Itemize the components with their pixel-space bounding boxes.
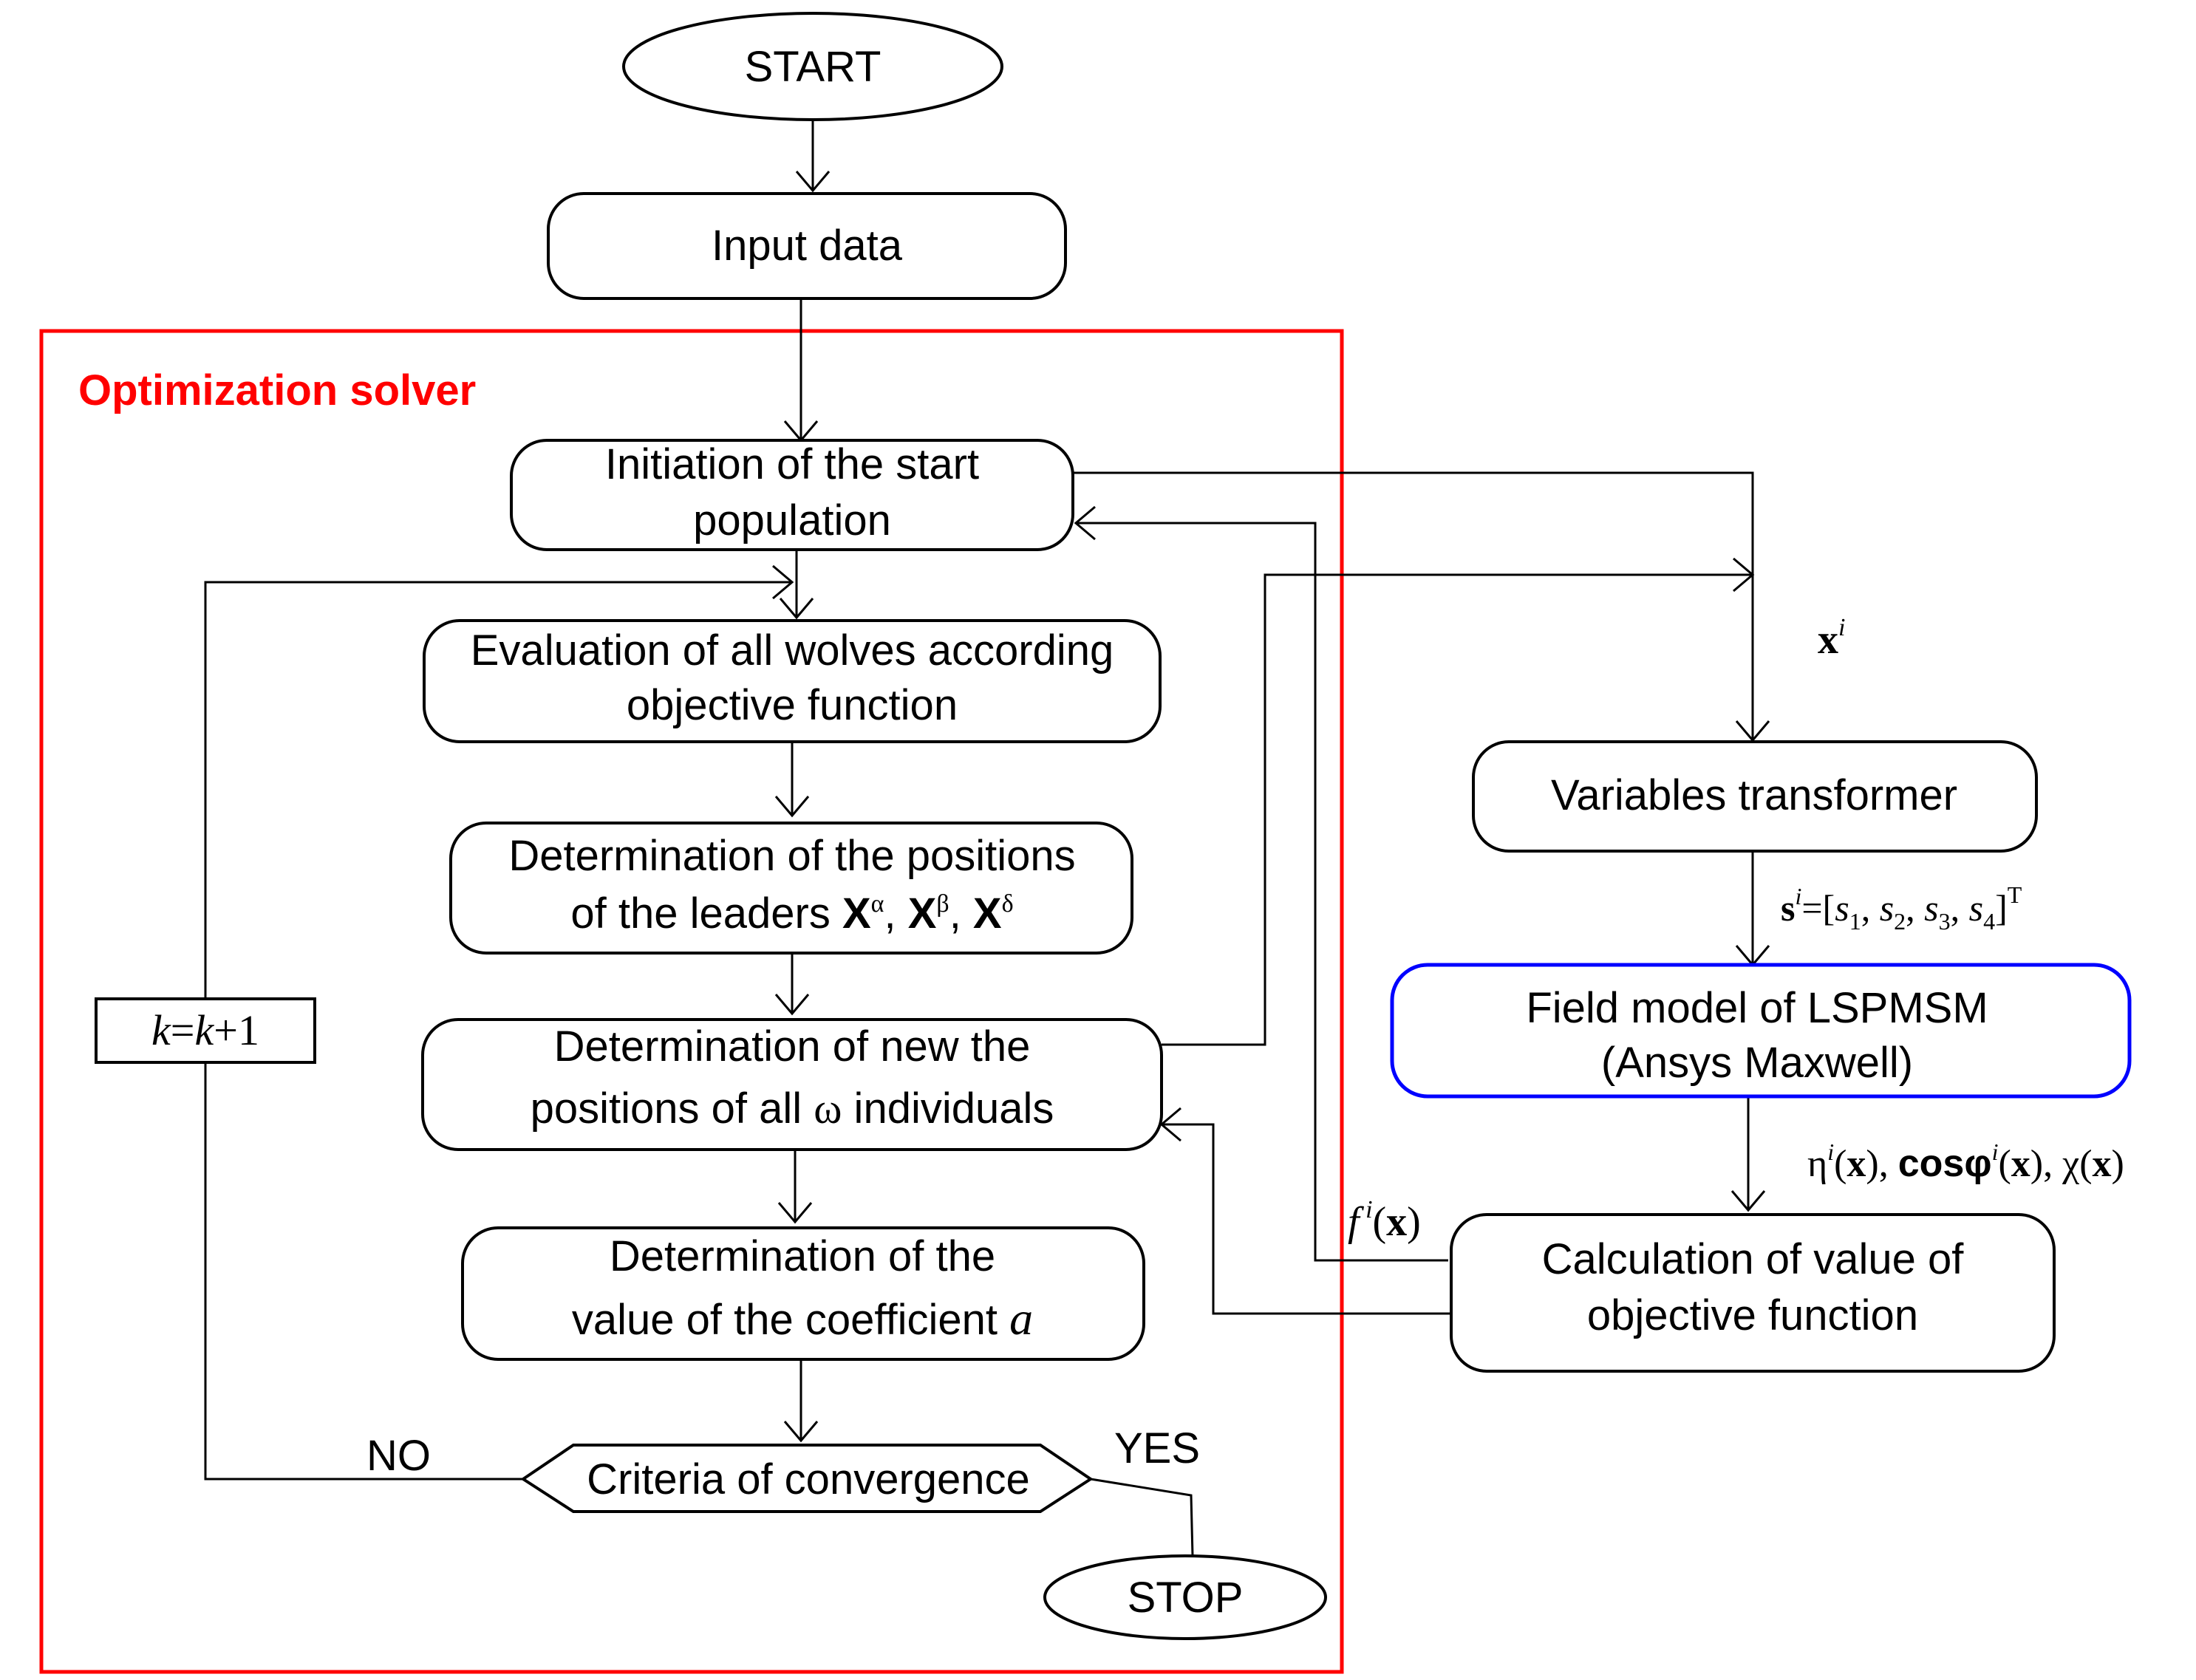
field-model-box: Field model of LSPMSM (Ansys Maxwell) [1390,963,2132,1099]
coefficient-label-line1: Determination of the [610,1232,995,1280]
variables-transformer-label: Variables transformer [1551,771,1957,819]
leaders-label-line2: of the leaders Xα, Xβ, Xδ [570,889,1013,938]
criteria-hexagon: Criteria of convergence [520,1444,1094,1513]
field-model-label-line2: (Ansys Maxwell) [1601,1039,1913,1087]
new-positions-box: Determination of new the positions of al… [421,1018,1163,1151]
leaders-box: Determination of the positions of the le… [449,822,1133,955]
field-model-label-line1: Field model of LSPMSM [1526,984,1988,1032]
stop-terminal: STOP [1043,1554,1327,1640]
start-terminal: START [622,12,1003,121]
counter-box: k=k+1 [95,997,316,1064]
new-positions-label-line1: Determination of new the [554,1022,1031,1071]
counter-label: k=k+1 [151,1006,259,1054]
yes-label: YES [1114,1424,1200,1472]
input-data-label: Input data [712,222,903,270]
initiation-label-line1: Initiation of the start [605,440,979,488]
coefficient-label-line2: value of the coefficient a [572,1292,1033,1345]
leaders-label-line1: Determination of the positions [508,832,1075,880]
start-label: START [745,43,882,91]
no-label: NO [366,1432,431,1480]
outputs-label: ηi(x), cosφi(x), χ(x) [1807,1138,2124,1185]
calculation-box: Calculation of value of objective functi… [1450,1213,2056,1373]
variables-transformer-box: Variables transformer [1472,740,2038,853]
stop-label: STOP [1128,1574,1244,1622]
criteria-label: Criteria of convergence [587,1455,1030,1503]
evaluation-box: Evaluation of all wolves according objec… [423,619,1162,743]
optimization-solver-label: Optimization solver [78,366,476,414]
evaluation-label-line1: Evaluation of all wolves according [471,626,1114,675]
initiation-label-line2: population [693,496,891,544]
s-vector-label: si=[s1, s2, s3, s4]T [1781,881,2022,935]
coefficient-box: Determination of the value of the coeffi… [461,1226,1145,1361]
optimization-solver-frame [39,329,1344,1674]
new-positions-label-line2: positions of all ω individuals [531,1085,1054,1133]
connectors [204,120,1770,1557]
f-value-label: f i(x) [1348,1196,1421,1245]
input-data-box: Input data [547,192,1067,300]
calculation-label-line2: objective function [1587,1291,1918,1339]
calculation-label-line1: Calculation of value of [1542,1235,1965,1283]
x-vector-label: xi [1818,614,1845,663]
evaluation-label-line2: objective function [627,681,958,729]
initiation-box: Initiation of the start population [510,439,1074,551]
